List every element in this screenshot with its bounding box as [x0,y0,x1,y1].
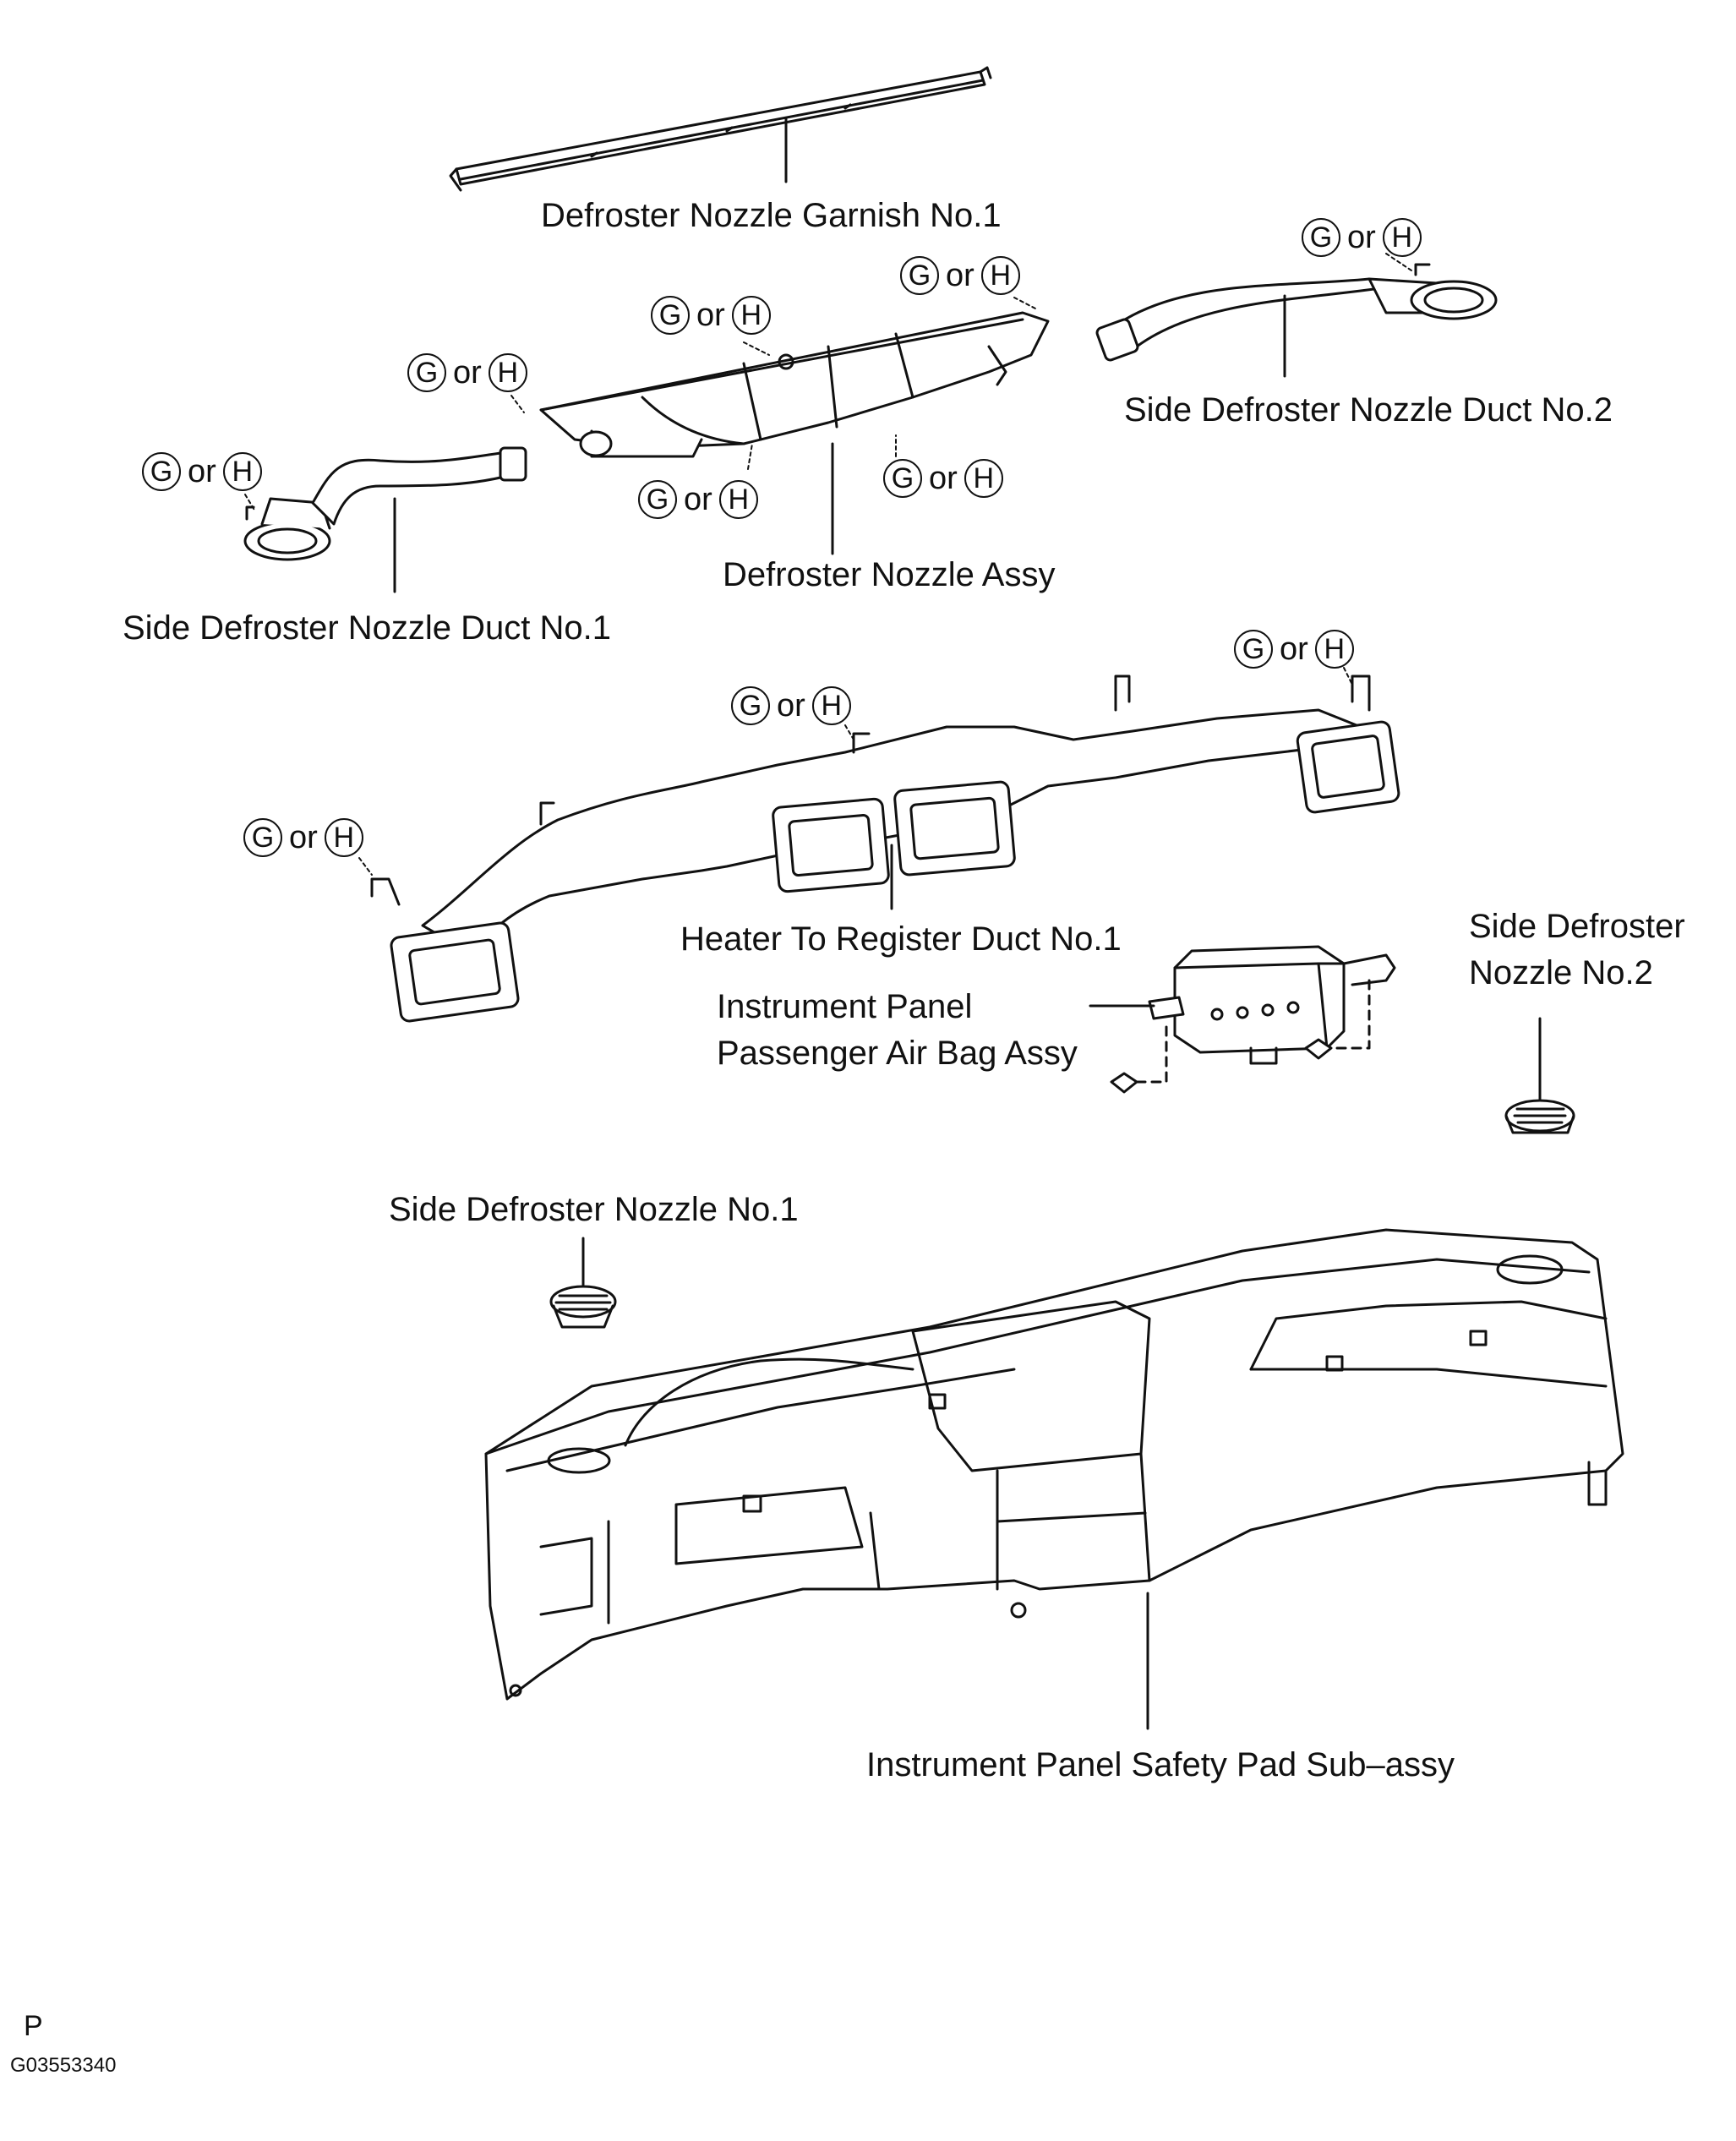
clip-h-badge: H [718,480,758,519]
clip-code: G or H [883,459,1003,498]
heater-duct-drawing [370,675,1400,1023]
clip-or-text: or [1280,631,1308,667]
label-airbag-line1: Instrument Panel [717,988,973,1025]
label-heater-duct: Heater To Register Duct No.1 [680,920,1122,958]
nozzle-assy-drawing [539,311,1050,555]
clip-code: G or H [1234,630,1354,669]
clip-leaders [244,253,1412,876]
clip-h-badge: H [324,818,363,857]
side-nozzle-1-drawing [549,1237,617,1329]
clip-or-text: or [289,820,318,855]
clip-h-badge: H [811,686,851,725]
airbag-drawing [1089,945,1396,1094]
garnish-drawing [449,66,992,192]
clip-h-badge: H [1382,218,1422,257]
clip-code: G or H [142,452,262,491]
clip-code: G or H [407,353,527,392]
clip-g-badge: G [883,459,922,498]
clip-or-text: or [188,454,216,489]
clip-g-badge: G [1302,218,1340,257]
clip-code: G or H [900,256,1020,295]
side-duct-2-drawing [1095,263,1498,378]
clip-code: G or H [731,686,851,725]
side-nozzle-2-drawing [1504,1017,1575,1134]
label-airbag-line2: Passenger Air Bag Assy [717,1035,1078,1072]
clip-h-badge: H [964,459,1003,498]
safety-pad-drawing [484,1228,1624,1730]
clip-code: G or H [243,818,363,857]
clip-or-text: or [1347,220,1376,255]
label-side-nozzle-1: Side Defroster Nozzle No.1 [389,1191,799,1228]
clip-h-badge: H [731,296,771,335]
clip-code: G or H [651,296,771,335]
clip-g-badge: G [638,480,677,519]
label-side-nozzle-2-line2: Nozzle No.2 [1469,954,1653,991]
label-nozzle-assy: Defroster Nozzle Assy [723,556,1056,593]
clip-h-badge: H [980,256,1020,295]
clip-h-badge: H [488,353,527,392]
label-side-nozzle-2-line1: Side Defroster [1469,908,1685,945]
clip-or-text: or [696,298,725,333]
clip-g-badge: G [900,256,939,295]
label-safety-pad: Instrument Panel Safety Pad Sub–assy [866,1746,1455,1783]
clip-g-badge: G [243,818,282,857]
clip-or-text: or [684,482,712,517]
clip-g-badge: G [1234,630,1273,669]
clip-code: G or H [638,480,758,519]
clip-g-badge: G [651,296,690,335]
clip-h-badge: H [1314,630,1354,669]
clip-g-badge: G [407,353,446,392]
footer-letter: P [24,2010,43,2042]
label-side-duct-1: Side Defroster Nozzle Duct No.1 [123,609,612,647]
clip-or-text: or [929,461,958,496]
clip-or-text: or [946,258,974,293]
clip-or-text: or [777,688,805,724]
clip-g-badge: G [142,452,181,491]
figure-id: G03553340 [10,2054,117,2077]
label-side-duct-2: Side Defroster Nozzle Duct No.2 [1124,391,1613,429]
label-garnish: Defroster Nozzle Garnish No.1 [541,197,1002,234]
clip-g-badge: G [731,686,770,725]
clip-code: G or H [1302,218,1422,257]
clip-h-badge: H [222,452,262,491]
side-duct-1-drawing [243,446,527,593]
clip-or-text: or [453,355,482,391]
